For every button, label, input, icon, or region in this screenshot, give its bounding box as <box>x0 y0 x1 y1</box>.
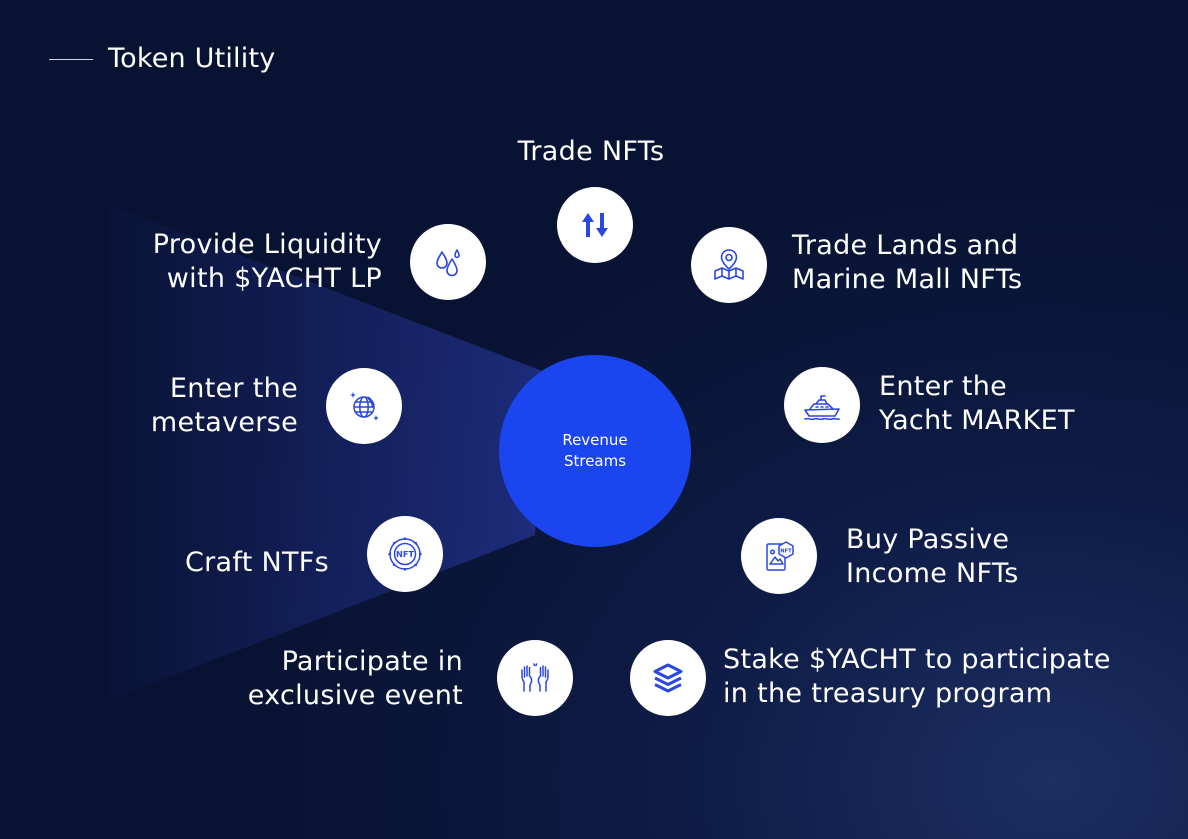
node-label-line: Stake $YACHT to participate <box>723 644 1111 675</box>
node-label-passive-income: Buy Passive Income NFTs <box>846 523 1019 591</box>
node-icon-stake <box>630 640 706 716</box>
node-label-line: exclusive event <box>247 680 463 711</box>
nft-document-icon: NFT <box>766 541 794 571</box>
page-title: Token Utility <box>108 43 276 74</box>
node-label-line: Craft NTFs <box>185 547 329 578</box>
layers-icon <box>653 663 683 693</box>
node-label-line: Trade NFTs <box>517 136 665 167</box>
up-down-arrows-icon <box>582 213 608 237</box>
node-label-line: Trade Lands and <box>792 230 1019 261</box>
yacht-icon <box>804 395 840 421</box>
node-label-line: Enter the <box>169 373 298 404</box>
nft-gear-icon: NFT <box>388 537 422 571</box>
node-label-line: Enter the <box>879 371 1008 402</box>
node-icon-yacht-market <box>784 367 860 443</box>
node-label-line: Participate in <box>281 646 463 677</box>
node-label-trade-lands: Trade Lands and Marine Mall NFTs <box>792 229 1022 297</box>
globe-icon <box>350 392 379 421</box>
node-label-line: Provide Liquidity <box>152 229 382 260</box>
node-label-line: Marine Mall NFTs <box>792 264 1023 295</box>
svg-text:NFT: NFT <box>396 549 414 559</box>
node-label-line: with $YACHT LP <box>166 263 382 294</box>
node-label-liquidity: Provide Liquidity with $YACHT LP <box>153 228 382 296</box>
droplets-icon <box>436 249 460 277</box>
node-label-line: in the treasury program <box>723 678 1053 709</box>
node-icon-craft: NFT <box>367 516 443 592</box>
node-label-yacht-market: Enter the Yacht MARKET <box>879 370 1075 438</box>
node-icon-passive-income: NFT <box>741 518 817 594</box>
node-icon-metaverse <box>326 368 402 444</box>
hub-label: Revenue Streams <box>562 431 628 470</box>
node-label-line: Income NFTs <box>846 558 1019 589</box>
node-icon-liquidity <box>410 224 486 300</box>
node-icon-trade-lands <box>691 227 767 303</box>
node-icon-exclusive-event <box>497 640 573 716</box>
node-label-line: metaverse <box>150 407 298 438</box>
node-label-craft: Craft NTFs <box>185 546 329 580</box>
node-label-trade-nfts: Trade NFTs <box>505 135 677 169</box>
node-label-line: Yacht MARKET <box>879 405 1075 436</box>
map-pin-icon <box>714 249 744 280</box>
header-line <box>49 59 93 60</box>
svg-text:NFT: NFT <box>780 548 792 554</box>
node-label-stake: Stake $YACHT to participate in the treas… <box>723 643 1111 711</box>
node-label-line: Buy Passive <box>846 524 1010 555</box>
node-label-exclusive-event: Participate in exclusive event <box>248 645 463 713</box>
raised-hands-icon <box>521 663 549 692</box>
node-label-metaverse: Enter the metaverse <box>151 372 298 440</box>
revenue-streams-hub: Revenue Streams <box>499 355 691 547</box>
node-icon-trade-nfts <box>557 187 633 263</box>
